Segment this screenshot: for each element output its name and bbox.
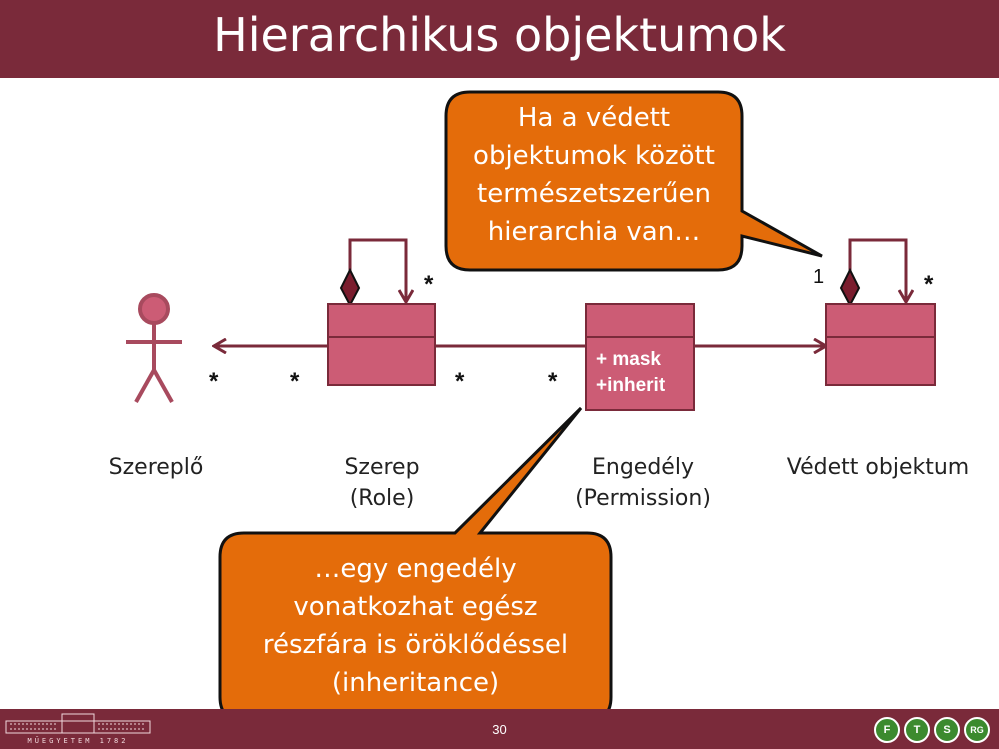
permission-label-name: Engedély [592, 455, 694, 480]
multiplicity-actor-end: * [209, 368, 219, 395]
top-callout-text: Ha a védett objektumok között természets… [446, 99, 742, 251]
lab-logo-s-icon: S [934, 717, 960, 743]
university-logo: MŰEGYETEM 1782 [4, 711, 152, 747]
multiplicity-role-self: * [424, 271, 434, 298]
actor-figure [126, 293, 182, 403]
lab-logo-t-icon: T [904, 717, 930, 743]
protected-aggregation-diamond [839, 267, 861, 308]
top-callout-shape [444, 90, 823, 272]
bottom-callout-text: …egy engedély vonatkozhat egész részfára… [220, 550, 611, 702]
bottom-callout-line: részfára is öröklődéssel [262, 630, 569, 660]
title-bar [0, 0, 999, 78]
multiplicity-protected-parent: 1 [813, 266, 825, 288]
multiplicity-protected-child: * [924, 271, 934, 298]
role-label-name: Szerep [344, 455, 420, 480]
actor-label: Szereplő [108, 455, 204, 480]
role-class-box [327, 303, 436, 386]
top-callout-line: Ha a védett [517, 103, 671, 133]
slide-title: Hierarchikus objektumok [213, 8, 786, 62]
multiplicity-role-permission-end: * [455, 368, 465, 395]
permission-attribute-inherit: +inherit [596, 375, 666, 396]
footer-bar [0, 709, 999, 749]
role-self-association [348, 238, 406, 302]
top-callout-line: objektumok között [473, 141, 715, 171]
lab-logos: F T S RG [872, 713, 996, 745]
bottom-callout-line: …egy engedély [314, 554, 517, 584]
top-callout-line: hierarchia van… [487, 217, 701, 247]
top-callout-line: természetszerűen [477, 179, 711, 209]
role-aggregation-diamond [339, 267, 361, 308]
university-building-icon [5, 713, 151, 734]
page-number: 30 [492, 722, 507, 737]
permission-attribute-mask: + mask [596, 349, 661, 370]
bottom-callout-line: (inheritance) [331, 668, 500, 698]
university-caption: MŰEGYETEM 1782 [27, 737, 129, 745]
role-label-english: (Role) [349, 486, 415, 511]
protected-self-association [848, 238, 906, 302]
protected-class-box [825, 303, 936, 386]
lab-logo-f-icon: F [874, 717, 900, 743]
protected-object-label: Védett objektum [786, 455, 970, 480]
multiplicity-permission-role-end: * [548, 368, 558, 395]
permission-class-box [585, 303, 695, 411]
permission-label-english: (Permission) [575, 486, 711, 511]
bottom-callout-line: vonatkozhat egész [293, 592, 538, 622]
multiplicity-role-actor-end: * [290, 368, 300, 395]
lab-logo-rg-icon: RG [964, 717, 990, 743]
